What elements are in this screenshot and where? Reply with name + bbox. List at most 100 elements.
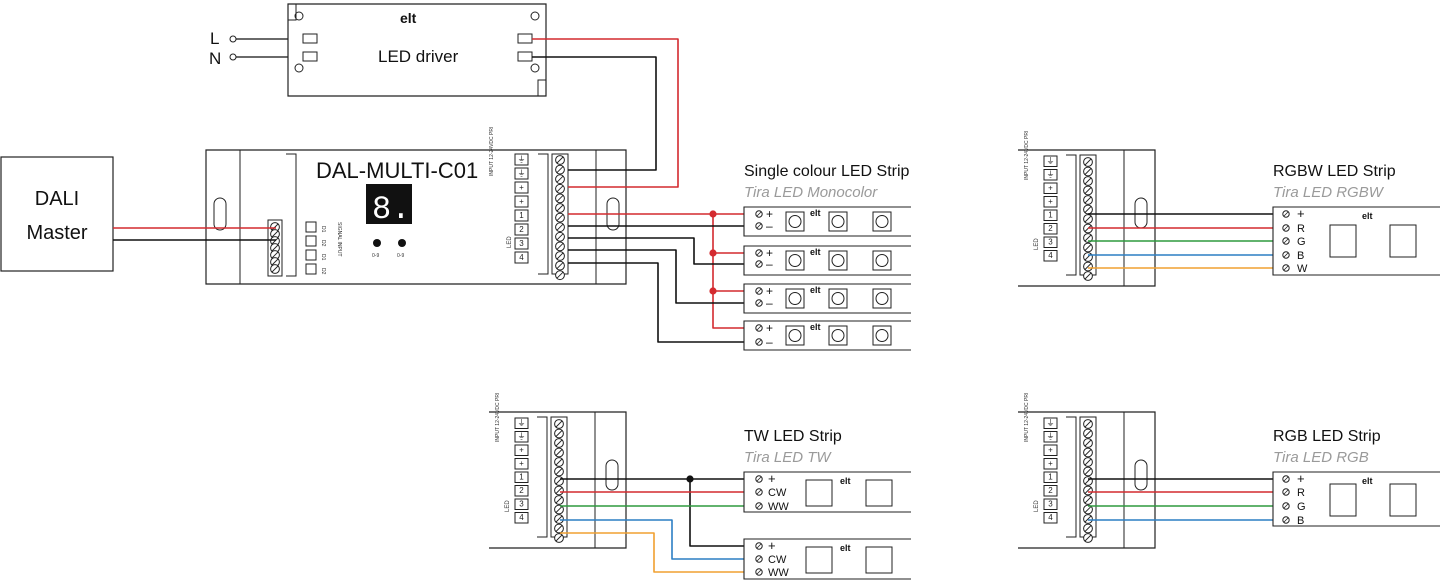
rgb-pin-label: B: [1297, 515, 1304, 527]
mini-tw-terminal-label: 4: [519, 513, 524, 522]
rgbw-pin-label: +: [1297, 206, 1305, 221]
mini-rgb-terminal-label: 4: [1048, 513, 1053, 522]
main-terminal-label: 3: [519, 239, 524, 248]
wire: [532, 56, 657, 171]
main-terminal-label: +: [519, 183, 524, 192]
mini-rgbw-terminal-label: 1: [1048, 211, 1053, 220]
mini-rgbw-terminal-label: +: [1048, 197, 1053, 206]
main-terminal-label: 1: [519, 211, 524, 220]
wires: [113, 38, 1285, 573]
tw-pin-label: CW: [768, 554, 787, 566]
mini-rgbw-terminal-label: +: [1048, 184, 1053, 193]
mini-rgb-input-label: INPUT 12-24VDC PRI: [1024, 393, 1030, 442]
led-chip: [828, 211, 848, 232]
mini-tw-terminal-label: ⏚: [518, 419, 526, 428]
wire: [532, 38, 679, 188]
mini-rgbw-terminal-label: ⏚: [1047, 157, 1055, 166]
led-chip: [872, 211, 892, 232]
mini-tw-terminal-label: 1: [519, 473, 524, 482]
dali-label-line1: DALI: [35, 188, 79, 210]
mini-tw-input-label: INPUT 12-24VDC PRI: [495, 393, 501, 442]
mini-rgb-terminal-box: [1043, 471, 1058, 483]
mini-tw-terminal-box: [514, 512, 529, 524]
main-terminal-box: [514, 195, 529, 208]
main-terminal-label: ⏚: [518, 155, 526, 164]
main-terminal-label: ⏚: [518, 169, 526, 178]
mini-rgb-terminal-label: ⏚: [1047, 419, 1055, 428]
led-chip: [865, 479, 893, 507]
wire: [560, 532, 760, 573]
strip-logo: elt: [810, 285, 821, 295]
mini-rgb-terminal-label: +: [1048, 459, 1053, 468]
led-chip: [785, 250, 805, 271]
pin-minus-label: –: [766, 219, 773, 233]
led-chip: [1329, 224, 1357, 258]
strip-titles: Single colour LED Strip Tira LED Monocol…: [744, 163, 1396, 466]
mini-rgb-terminal-box: [1043, 458, 1058, 470]
wire: [568, 249, 760, 304]
dali-master: DALI Master: [0, 156, 114, 272]
main-terminal-box: [514, 167, 529, 180]
strip-logo: elt: [840, 476, 851, 486]
mini-rgbw-terminal-label: 3: [1048, 238, 1053, 247]
led-chip: [828, 288, 848, 309]
mini-rgbw-terminal-label: 2: [1048, 224, 1053, 233]
mini-tw-terminal-label: +: [519, 446, 524, 455]
controller-main: DAL-MULTI-C01 8.8. 0-9 0-9 SIGNAL INPUT …: [205, 127, 627, 285]
mini-rgbw-terminal-box: [1043, 236, 1058, 248]
junction-dot: [709, 210, 717, 218]
mini-tw-terminal-box: [514, 431, 529, 443]
mini-rgbw-terminal-box: [1043, 196, 1058, 208]
strip-logo: elt: [840, 543, 851, 553]
mini-tw-terminal-label: +: [519, 459, 524, 468]
led-driver: elt LED driver: [287, 3, 547, 97]
main-terminal-box: [514, 237, 529, 250]
mini-rgb-led-label: LED: [1034, 500, 1040, 512]
led-chip: [785, 325, 805, 346]
led-chip: [785, 211, 805, 232]
wire: [568, 237, 760, 265]
mini-rgbw-terminal-box: [1043, 250, 1058, 262]
mini-rgbw-terminal-label: 4: [1048, 251, 1053, 260]
pin-plus-label: +: [766, 207, 773, 221]
mains-n-label: N: [209, 49, 221, 68]
pin-minus-label: –: [766, 257, 773, 271]
led-chip: [872, 250, 892, 271]
mini-tw-terminal-box: [514, 444, 529, 456]
mini-rgb-terminal-label: +: [1048, 446, 1053, 455]
led-label: LED: [507, 236, 513, 248]
mini-rgb-terminal-box: [1043, 512, 1058, 524]
strip-logo: elt: [1362, 476, 1373, 486]
strip-logo: elt: [810, 208, 821, 218]
tw-pin-label: WW: [768, 501, 789, 513]
rgbw-pin-label: R: [1297, 223, 1305, 235]
pin-minus-label: –: [766, 335, 773, 349]
mini-tw-led-label: LED: [505, 500, 511, 512]
mini-rgb-terminal-label: 2: [1048, 486, 1053, 495]
main-terminal-label: 4: [519, 253, 524, 262]
led-chip: [1389, 483, 1417, 517]
mini-tw-terminal-label: ⏚: [518, 432, 526, 441]
junction-dot: [709, 287, 717, 295]
mini-rgbw-terminal-box: [1043, 209, 1058, 221]
mini-rgbw-led-label: LED: [1034, 238, 1040, 250]
led-chip: [785, 288, 805, 309]
mains-l-label: L: [210, 29, 219, 48]
led-chip: [805, 546, 833, 574]
button-label-2: 0-9: [397, 253, 404, 259]
led-chip: [805, 479, 833, 507]
mini-rgb-terminal-label: ⏚: [1047, 432, 1055, 441]
mini-rgb-terminal-box: [1043, 431, 1058, 443]
mini-tw-terminal-box: [514, 498, 529, 510]
rgb-pin-label: R: [1297, 487, 1305, 499]
led-chip: [865, 546, 893, 574]
d-label-4: D2: [320, 268, 326, 275]
single-strip-subtitle: Tira LED Monocolor: [744, 184, 878, 201]
mini-rgb-terminal-label: 1: [1048, 473, 1053, 482]
mini-rgbw-terminal-label: ⏚: [1047, 170, 1055, 179]
main-terminal-box: [514, 223, 529, 236]
wire: [568, 262, 760, 343]
